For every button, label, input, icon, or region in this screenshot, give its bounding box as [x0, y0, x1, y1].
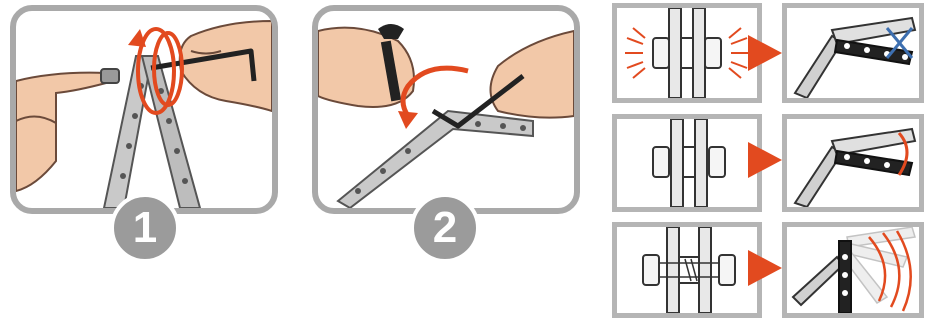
step-number-badge: 1 [110, 193, 180, 263]
step-number-badge: 2 [410, 193, 480, 263]
right-hand [491, 31, 575, 118]
step-1-illustration [10, 5, 278, 214]
step-2-illustration [312, 5, 580, 214]
nut-too-tight-diagram [612, 3, 762, 103]
joint-locked-diagram [782, 3, 924, 103]
nut-too-loose-diagram [612, 222, 762, 318]
left-hand [16, 69, 119, 191]
nut-icon [101, 69, 119, 83]
direction-arrow-icon [748, 250, 782, 286]
joint-free-rotation-diagram [782, 222, 924, 318]
joint-partial-rotation-diagram [782, 114, 924, 212]
right-hand [180, 21, 272, 111]
direction-arrow-icon [748, 35, 782, 71]
nut-correct-diagram [612, 114, 762, 212]
direction-arrow-icon [748, 142, 782, 178]
